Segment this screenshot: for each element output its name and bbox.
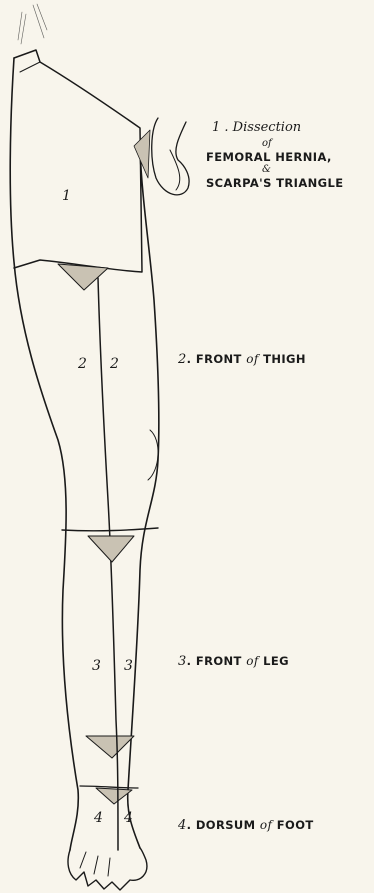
lateral-leg-outline bbox=[10, 58, 78, 850]
caption-3-number: 3 bbox=[178, 654, 187, 669]
caption-1-amp: & bbox=[262, 164, 271, 175]
caption-4-of: of bbox=[260, 818, 272, 832]
caption-2-text1: . FRONT bbox=[187, 352, 242, 366]
caption-2-of: of bbox=[246, 352, 258, 366]
caption-1-line2: FEMORAL HERNIA, bbox=[206, 150, 332, 164]
medial-leg-outline bbox=[128, 150, 159, 848]
caption-1-title-line: 1 . Dissection bbox=[212, 120, 301, 135]
ankle-incision bbox=[80, 786, 138, 788]
caption-3: 3. FRONT of LEG bbox=[178, 654, 289, 669]
caption-1-line3: SCARPA'S TRIANGLE bbox=[206, 176, 343, 190]
caption-3-text2: LEG bbox=[263, 654, 289, 668]
thigh-flap-outline bbox=[14, 50, 142, 272]
caption-3-of: of bbox=[246, 654, 258, 668]
caption-3-text1: . FRONT bbox=[187, 654, 242, 668]
foot-flap-marker bbox=[96, 788, 132, 804]
groin-contour bbox=[152, 118, 189, 195]
knee-shading-marker bbox=[88, 536, 134, 562]
knee-flap-marker bbox=[86, 736, 134, 758]
caption-4-number: 4 bbox=[178, 818, 187, 833]
region-4-label-right: 4 bbox=[124, 810, 133, 826]
flap-fold bbox=[20, 50, 40, 72]
caption-1-title: . Dissection bbox=[224, 120, 301, 135]
thigh-flap-marker bbox=[58, 264, 108, 290]
caption-2-text2: THIGH bbox=[263, 352, 306, 366]
caption-4-text1: . DORSUM bbox=[187, 818, 256, 832]
caption-2: 2. FRONT of THIGH bbox=[178, 352, 306, 367]
caption-4: 4. DORSUM of FOOT bbox=[178, 818, 314, 833]
caption-1-of: of bbox=[262, 138, 272, 149]
region-4-label-left: 4 bbox=[94, 810, 103, 826]
foot-outline bbox=[68, 848, 147, 890]
region-1-label: 1 bbox=[62, 188, 71, 204]
region-3-label-left: 3 bbox=[92, 658, 101, 674]
trunk-hatching bbox=[18, 4, 47, 44]
region-2-label-right: 2 bbox=[110, 356, 119, 372]
caption-4-text2: FOOT bbox=[277, 818, 314, 832]
caption-1-number: 1 bbox=[212, 120, 220, 135]
region-3-label-right: 3 bbox=[124, 658, 133, 674]
region-2-label-left: 2 bbox=[78, 356, 87, 372]
caption-2-number: 2 bbox=[178, 352, 187, 367]
